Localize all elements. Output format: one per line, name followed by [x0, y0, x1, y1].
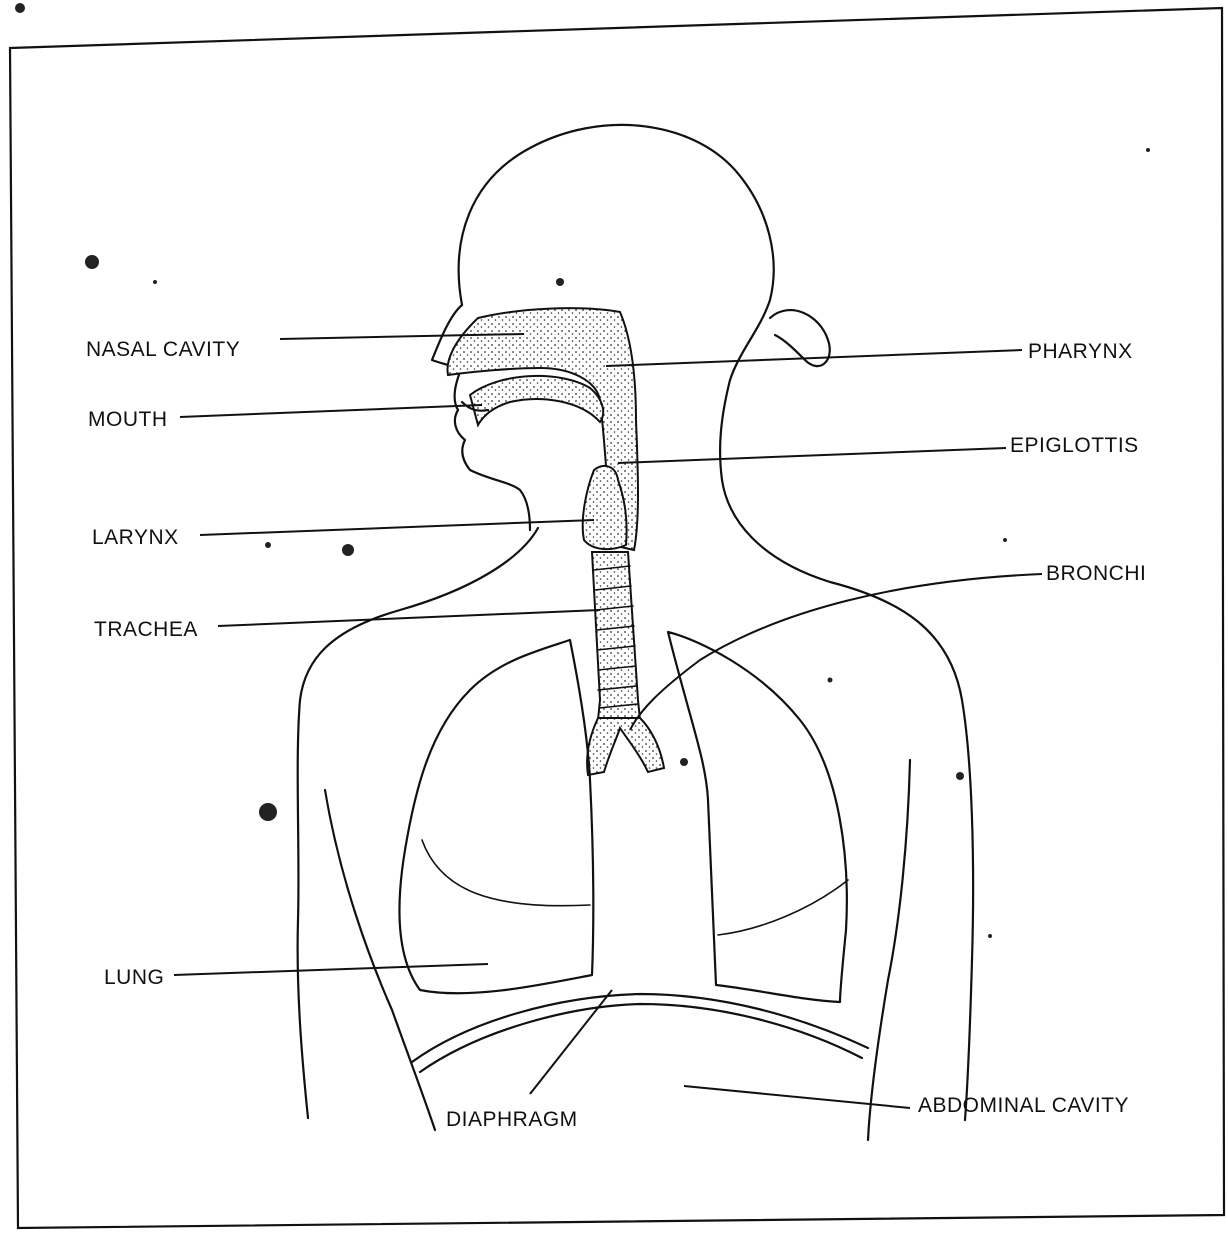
label-epiglottis: EPIGLOTTIS	[1010, 434, 1139, 457]
left-lung	[400, 640, 594, 993]
label-nasal-cavity: NASAL CAVITY	[86, 338, 240, 361]
mouth-palate	[470, 376, 603, 425]
larynx-trachea	[583, 466, 664, 775]
label-larynx: LARYNX	[92, 526, 179, 549]
scan-specks	[15, 3, 1150, 938]
label-diaphragm: DIAPHRAGM	[446, 1108, 578, 1131]
right-lung	[668, 632, 847, 1002]
label-trachea: TRACHEA	[94, 618, 198, 641]
diaphragm-shape	[412, 994, 868, 1072]
label-bronchi: BRONCHI	[1046, 562, 1146, 585]
trachea-shape	[592, 552, 640, 720]
label-mouth: MOUTH	[88, 408, 168, 431]
bronchi-shape	[587, 718, 664, 775]
label-abdominal-cavity: ABDOMINAL CAVITY	[918, 1094, 1129, 1117]
label-lung: LUNG	[104, 966, 164, 989]
label-pharynx: PHARYNX	[1028, 340, 1133, 363]
body-outline	[298, 125, 974, 1140]
